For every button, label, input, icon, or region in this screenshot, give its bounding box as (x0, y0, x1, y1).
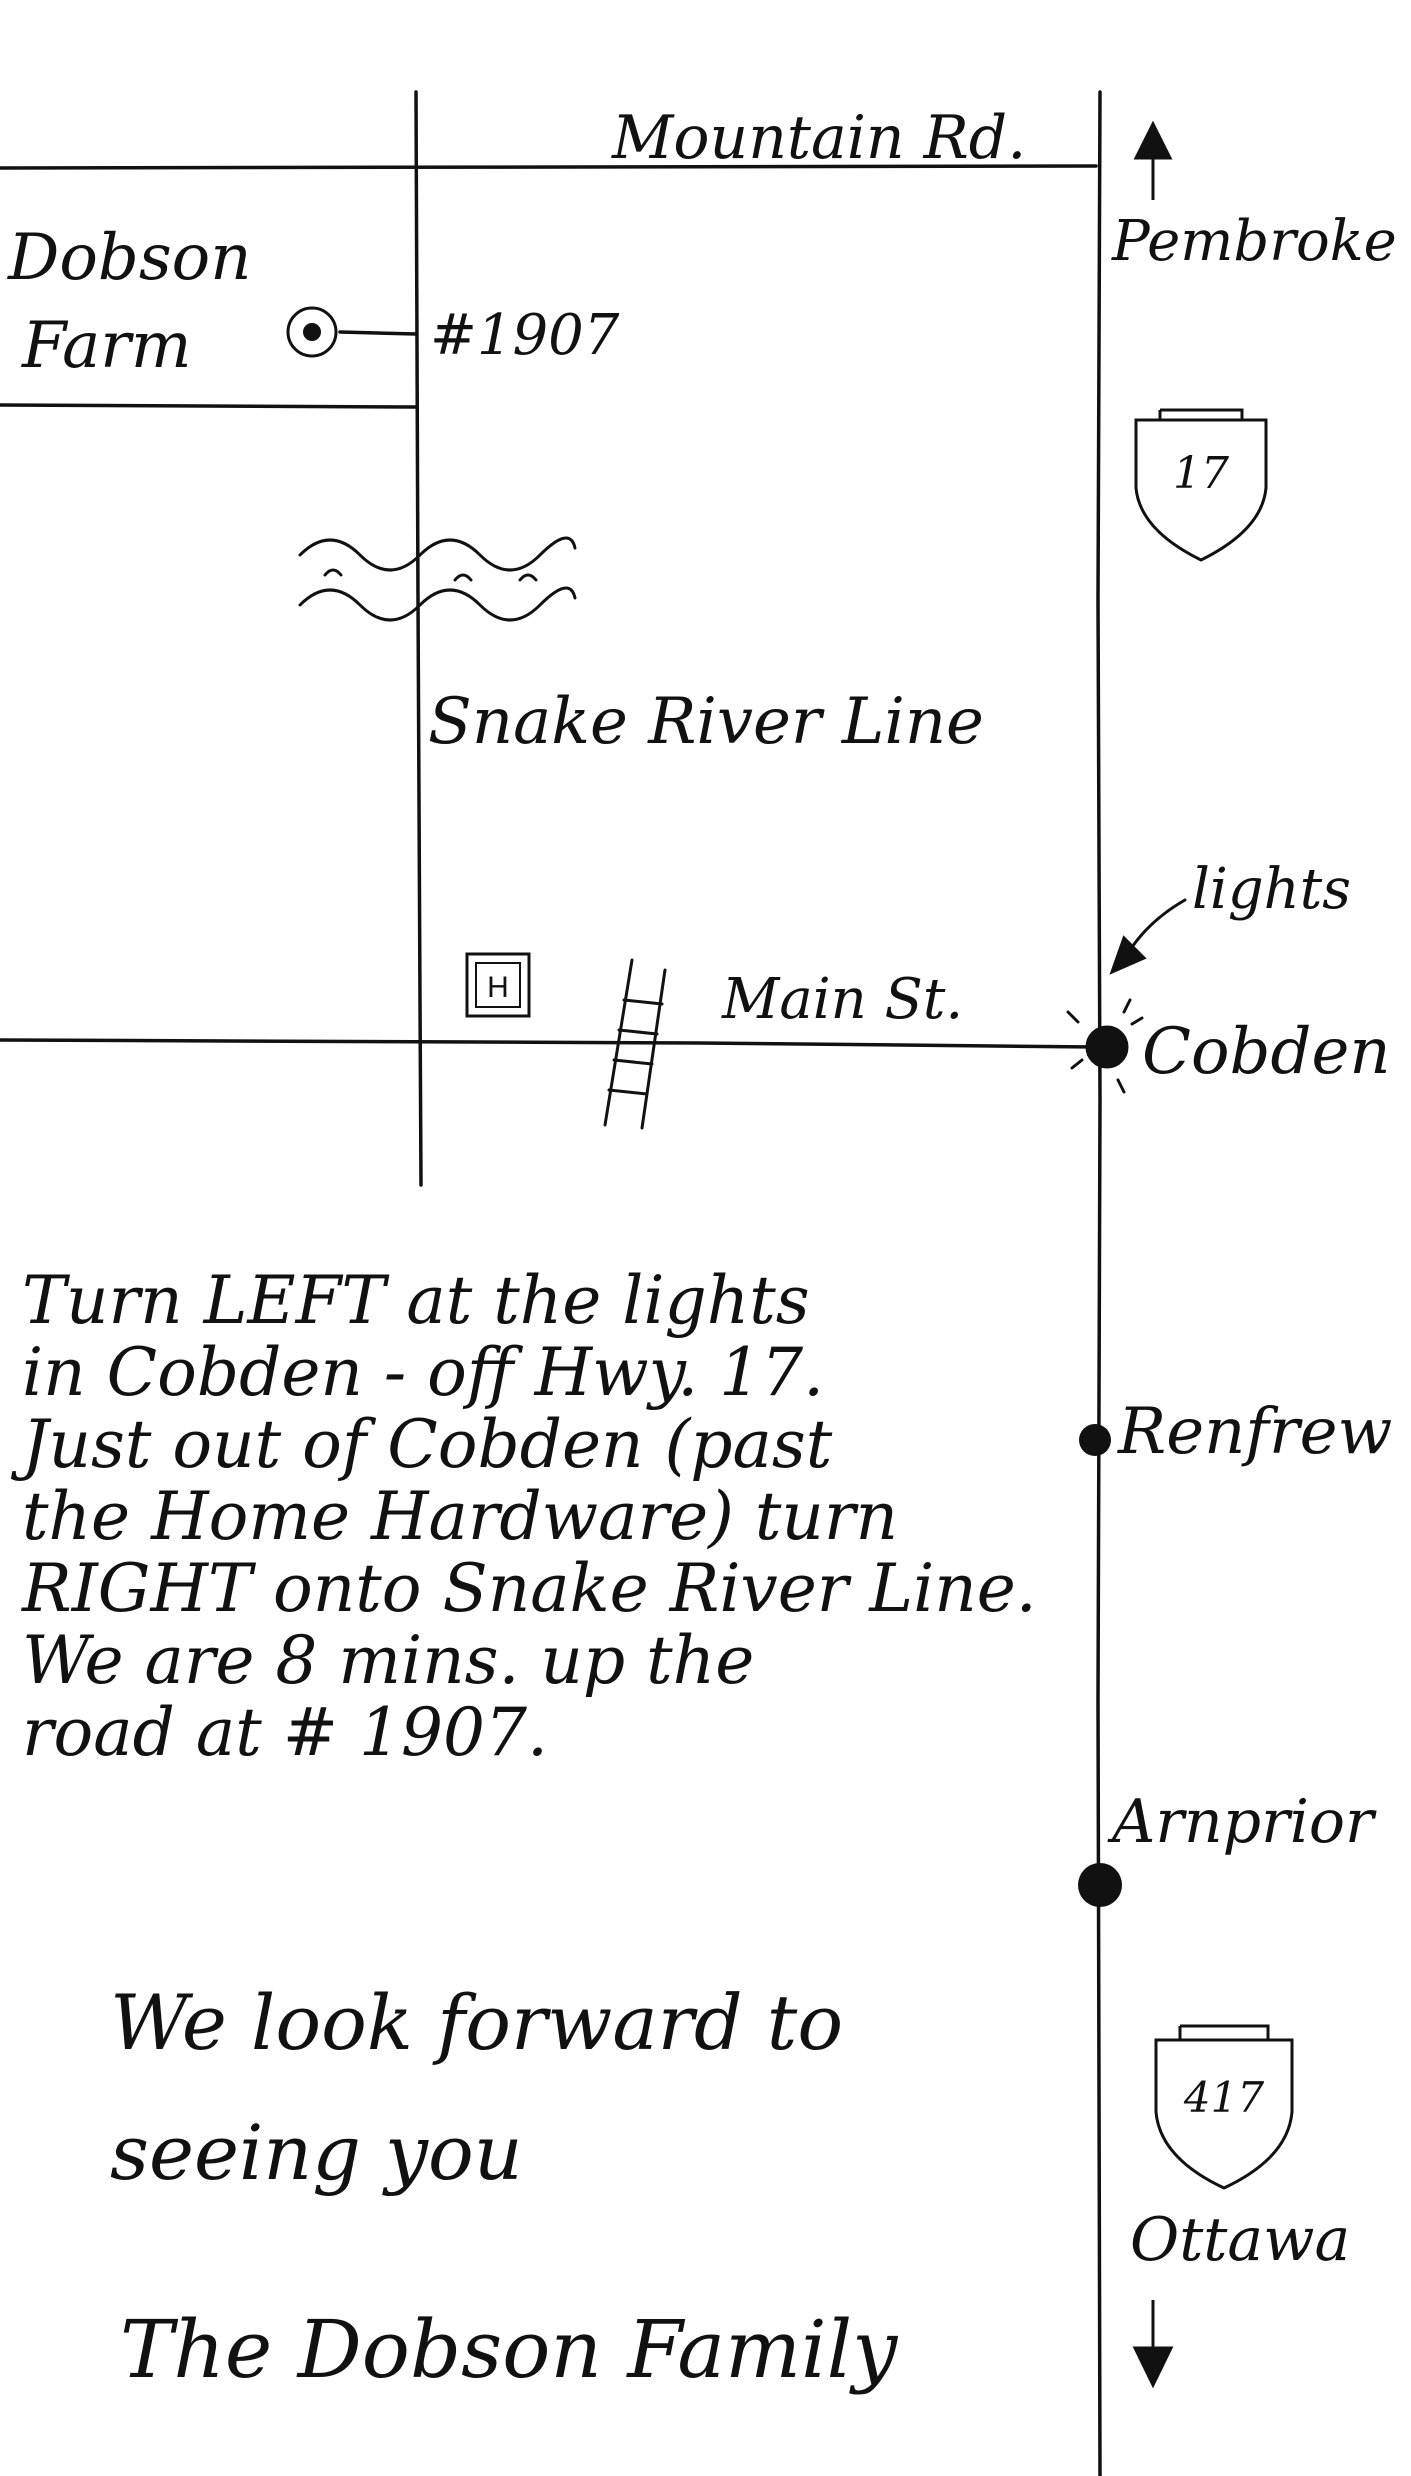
snake-river-line-label: Snake River Line (428, 685, 984, 759)
directions-line: RIGHT onto Snake River Line. (22, 1550, 1037, 1627)
directions-text: Turn LEFT at the lights in Cobden - off … (22, 1265, 1102, 1769)
cobden-label: Cobden (1142, 1015, 1391, 1089)
snake-river-line-road (414, 90, 423, 1187)
farm-location-icon (286, 306, 338, 358)
dobson-farm-lane (0, 403, 418, 409)
highway-17-road (1096, 90, 1102, 2476)
dobson-farm-label-line1: Dobson (8, 221, 252, 295)
main-st-road (0, 1038, 1098, 1049)
lights-pointer-arrow-icon (1109, 898, 1187, 975)
highway-417-shield-icon: 417 (1154, 2024, 1294, 2190)
directions-line: Turn LEFT at the lights (22, 1262, 810, 1339)
arnprior-dot-icon (1078, 1863, 1122, 1907)
pembroke-label: Pembroke (1112, 209, 1397, 274)
dobson-farm-label-line2: Farm (22, 309, 192, 383)
signature: The Dobson Family (120, 2303, 898, 2396)
directions-line: We are 8 mins. up the (22, 1622, 755, 1699)
svg-text:17: 17 (1173, 448, 1229, 499)
house-number-label: #1907 (430, 303, 620, 368)
south-arrow-icon (1132, 2300, 1174, 2389)
renfrew-label: Renfrew (1118, 1395, 1393, 1469)
directions-line: in Cobden - off Hwy. 17. (22, 1334, 825, 1411)
directions-line: road at # 1907. (22, 1694, 548, 1771)
directions-line: the Home Hardware) turn (22, 1478, 898, 1555)
ottawa-label: Ottawa (1130, 2205, 1351, 2275)
hardware-store-icon: H (465, 952, 531, 1018)
main-st-label: Main St. (722, 967, 964, 1032)
closing-line2: seeing you (110, 2108, 523, 2197)
svg-text:417: 417 (1183, 2073, 1264, 2122)
highway-17-shield-icon: 17 (1134, 408, 1268, 562)
renfrew-dot-icon (1079, 1424, 1111, 1456)
cobden-traffic-lights-icon (1066, 998, 1144, 1094)
railway-track-icon (603, 958, 667, 1130)
svg-text:H: H (487, 971, 509, 1004)
mountain-rd-road (0, 164, 1098, 170)
north-arrow-icon (1133, 120, 1173, 200)
mountain-rd-label: Mountain Rd. (612, 103, 1027, 173)
river-wave-icon (298, 536, 577, 622)
directions-line: Just out of Cobden (past (22, 1406, 833, 1483)
farm-connector (338, 330, 418, 336)
closing-line1: We look forward to (110, 1978, 844, 2067)
lights-label: lights (1192, 857, 1351, 922)
arnprior-label: Arnprior (1112, 1787, 1374, 1857)
